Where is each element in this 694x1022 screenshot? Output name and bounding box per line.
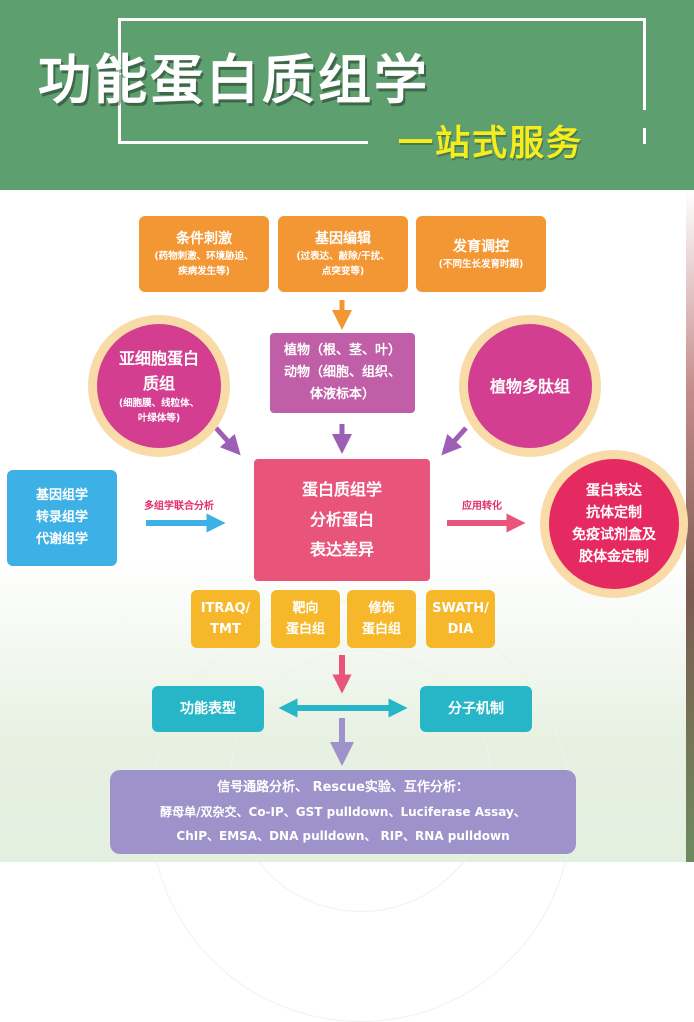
application-circle: 蛋白表达 抗体定制 免疫试剂盒及 胶体金定制 (540, 450, 688, 598)
method-box-modification: 修饰 蛋白组 (347, 590, 416, 648)
method-line: DIA (447, 622, 474, 637)
method-line: 靶向 (292, 601, 319, 616)
omics-box: 基因组学 转录组学 代谢组学 (7, 470, 117, 566)
title-frame (118, 141, 368, 144)
mechanism-box: 分子机制 (420, 686, 532, 732)
box-detail: (过表达、敲除/干扰、 (296, 251, 390, 262)
method-line: 蛋白组 (285, 622, 325, 637)
method-line: TMT (210, 622, 241, 637)
samples-line: 植物（根、茎、叶） (283, 343, 401, 358)
subcellular-proteome-circle: 亚细胞蛋白 质组 (细胞膜、线粒体、 叶绿体等) (88, 315, 230, 457)
top-box-stimulus: 条件刺激 (药物刺激、环境胁迫、 疾病发生等) (139, 216, 269, 292)
circle-detail: (细胞膜、线粒体、 (118, 398, 200, 409)
circle-detail: 叶绿体等) (137, 413, 181, 424)
center-line: 分析蛋白 (309, 510, 374, 529)
omics-line: 基因组学 (35, 488, 88, 503)
bottom-line: 信号通路分析、 Rescue实验、互作分析： (217, 780, 469, 795)
box-title: 基因编辑 (315, 231, 371, 247)
bottom-methods-box: 信号通路分析、 Rescue实验、互作分析： 酵母单/双杂交、Co-IP、GST… (110, 770, 576, 854)
omics-line: 代谢组学 (35, 532, 88, 547)
box-detail: (不同生长发育时期) (438, 258, 524, 270)
mechanism-label: 分子机制 (448, 701, 504, 717)
center-line: 表达差异 (309, 540, 374, 559)
circle-title: 质组 (142, 374, 175, 393)
arrow-diag-right (441, 426, 468, 456)
title-frame (643, 128, 646, 144)
box-detail: (药物刺激、环境胁迫、 (154, 251, 254, 262)
title-frame (643, 18, 646, 110)
header-banner: 功能蛋白质组学 一站式服务 (0, 0, 694, 190)
box-detail: 疾病发生等) (178, 266, 230, 277)
bottom-line: 酵母单/双杂交、Co-IP、GST pulldown、Luciferase As… (160, 805, 526, 819)
top-box-gene-editing: 基因编辑 (过表达、敲除/干扰、 点突变等) (278, 216, 408, 292)
title-frame (118, 18, 646, 21)
page-subtitle: 一站式服务 (398, 124, 584, 164)
center-line: 蛋白质组学 (301, 480, 382, 499)
method-line: SWATH/ (432, 601, 489, 616)
method-box-itraq: ITRAQ/ TMT (191, 590, 260, 648)
arrow-label-application: 应用转化 (462, 501, 502, 512)
circle-title: 植物多肽组 (489, 376, 570, 396)
arrow-diag-left (214, 426, 241, 456)
plant-peptidome-circle: 植物多肽组 (459, 315, 601, 457)
method-box-swath: SWATH/ DIA (426, 590, 495, 648)
method-box-targeted: 靶向 蛋白组 (271, 590, 340, 648)
omics-line: 转录组学 (35, 510, 88, 525)
method-line: ITRAQ/ (200, 601, 251, 616)
phenotype-box: 功能表型 (152, 686, 264, 732)
method-line: 修饰 (368, 601, 395, 616)
application-line: 抗体定制 (586, 505, 642, 521)
title-frame (118, 18, 121, 143)
edge-strip (686, 190, 694, 862)
box-title: 条件刺激 (176, 231, 232, 247)
top-box-development: 发育调控 (不同生长发育时期) (416, 216, 546, 292)
circle-title: 亚细胞蛋白 (118, 349, 199, 368)
box-title: 发育调控 (453, 238, 509, 255)
bottom-line: ChIP、EMSA、DNA pulldown、 RIP、RNA pulldown (176, 829, 510, 843)
arrow-label-multiomics: 多组学联合分析 (144, 501, 214, 512)
flow-arrows (146, 300, 526, 766)
box-detail: 点突变等) (321, 266, 365, 277)
method-line: 蛋白组 (361, 622, 401, 637)
application-line: 免疫试剂盒及 (572, 527, 656, 543)
samples-line: 动物（细胞、组织、 (283, 365, 401, 380)
phenotype-label: 功能表型 (180, 701, 236, 717)
samples-line: 体液标本） (309, 387, 375, 402)
application-line: 蛋白表达 (586, 483, 642, 499)
center-proteomics-box: 蛋白质组学 分析蛋白 表达差异 (254, 459, 430, 581)
page-title: 功能蛋白质组学 (38, 50, 430, 111)
samples-box: 植物（根、茎、叶） 动物（细胞、组织、 体液标本） (270, 333, 415, 413)
application-line: 胶体金定制 (579, 549, 649, 565)
